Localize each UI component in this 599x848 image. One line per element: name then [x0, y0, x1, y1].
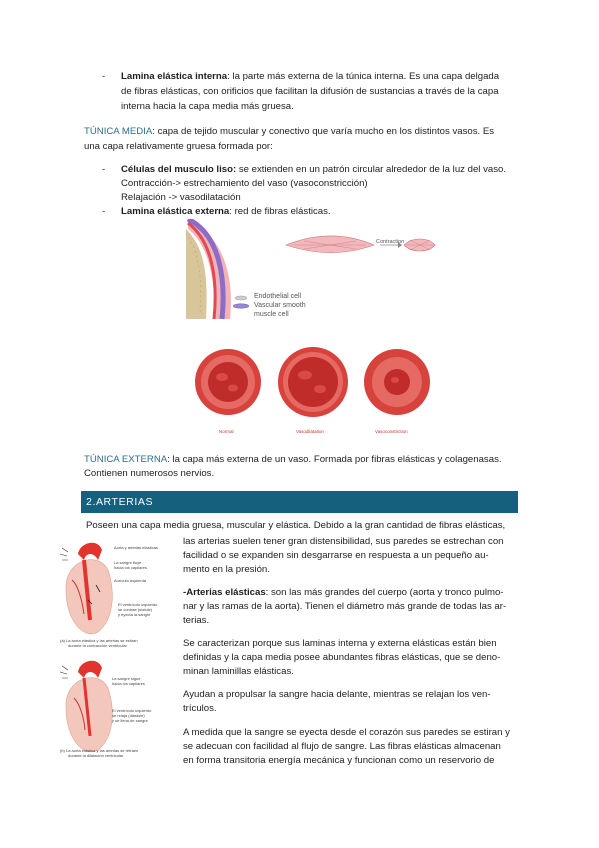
arterias-p4-line2: trículos.	[183, 703, 217, 714]
bullet3-text: : red de fibras elásticas.	[229, 206, 331, 217]
section-header-arterias: 2.ARTERIAS	[81, 491, 518, 513]
tunica-media-line2: una capa relativamente gruesa formada po…	[84, 141, 273, 152]
fig2-ventriculo-a2: se contrae (sístole)	[118, 607, 153, 612]
arterias-p3-line1: Se caracterizan porque sus laminas inter…	[183, 638, 497, 649]
arterias-p5-line1: A medida que la sangre se eyecta desde e…	[183, 727, 510, 738]
bullet3-term: Lamina elástica externa	[121, 206, 230, 217]
bullet3-line1: Lamina elástica externa: red de fibras e…	[121, 206, 331, 218]
fig2-caption-b2: durante la dilatación ventricular	[68, 753, 124, 758]
fig2-ventriculo-b2: se relaja (diástole)	[112, 713, 145, 718]
arterias-p2-line2: nar y las ramas de la aorta). Tienen el …	[183, 601, 507, 612]
fig2-auricula: Aurícula izquierda	[114, 578, 147, 583]
legend-endothelial: Endothelial cell	[254, 293, 302, 300]
tunica-media-line1: TÚNICA MEDIA: capa de tejido muscular y …	[84, 126, 494, 138]
tunica-media-heading: TÚNICA MEDIA	[84, 126, 153, 137]
fig2-caption-a1: (a) La aorta elástica y las arterias se …	[60, 638, 138, 643]
heart-illustration	[59, 542, 113, 752]
fig2-aorta-label: Aorta y arterias elásticas	[114, 545, 158, 550]
fig2-caption-a2: durante la contracción ventricular	[68, 643, 127, 648]
tunica-externa-line2: Contienen numerosos nervios.	[84, 468, 215, 479]
arterias-p3-line2: definidas y la capa media posee abundant…	[183, 652, 501, 663]
arterias-p2-line1: -Arterias elásticas: son las más grandes…	[183, 587, 504, 599]
arterias-p4-line1: Ayudan a propulsar la sangre hacia delan…	[183, 689, 491, 700]
vessel-illustration	[185, 216, 436, 417]
fig2-capilares-a: hacia los capilares	[114, 565, 147, 570]
arterias-p5-line3: en forma transitoria energía mecánica y …	[183, 755, 495, 766]
bullet1-line2: de fibras elásticas, con orificios que f…	[121, 86, 499, 97]
arterias-p2-line3: terias.	[183, 615, 210, 626]
fig2-caption-b1: (b) La aorta elástica y las arterias se …	[60, 748, 139, 753]
bullet2-line3: Relajación -> vasodilatación	[121, 192, 241, 203]
bullet2-term: Células del musculo liso:	[121, 164, 237, 175]
contraction-label: Contraction	[376, 239, 405, 245]
caption-vasodilatation: Vasodilatation	[296, 429, 324, 434]
arterias-p5-line2: se adecuan con facilidad al flujo de san…	[183, 741, 501, 752]
fig2-ventriculo-b3: y se llena de sangre	[112, 718, 148, 723]
bullet2-line1: Células del musculo liso: se extienden e…	[121, 164, 506, 176]
arterias-p1-line4: mento en la presión.	[183, 564, 270, 575]
fig2-ventriculo-b1: El ventrículo izquierdo	[112, 708, 152, 713]
tunica-media-text: : capa de tejido muscular y conectivo qu…	[152, 126, 495, 137]
caption-normal: Normal	[219, 429, 234, 434]
bullet2-text: se extienden en un patrón circular alred…	[236, 164, 507, 175]
tunica-externa-text: : la capa más externa de un vaso. Formad…	[167, 454, 502, 465]
arterias-p2-text: : son las más grandes del cuerpo (aorta …	[265, 587, 504, 598]
bullet1-term: Lamina elástica interna	[121, 71, 228, 82]
legend-vascular-smooth: Vascular smooth	[254, 302, 306, 309]
bullet1-line3: interna hacia la capa media más gruesa.	[121, 101, 294, 112]
bullet-dash: -	[102, 71, 106, 82]
fig2-ventriculo-a3: y eyecta la sangre	[118, 612, 151, 617]
section-title: 2.ARTERIAS	[86, 496, 154, 508]
arterias-p1-line3: facilidad o se expanden sin desgarrarse …	[183, 550, 489, 561]
bullet1-line1: Lamina elástica interna: la parte más ex…	[121, 71, 499, 83]
fig2-capilares-b: hacia los capilares	[112, 681, 145, 686]
legend-muscle-cell: muscle cell	[254, 311, 289, 318]
bullet-dash: -	[102, 164, 106, 175]
tunica-externa-heading: TÚNICA EXTERNA	[84, 454, 168, 465]
fig2-sangre-fluye: La sangre fluye	[114, 560, 142, 565]
arterias-p3-line3: minan laminillas elásticas.	[183, 666, 294, 677]
heart-figure: Aorta y arterias elásticas La sangre flu…	[58, 540, 178, 772]
arterias-p1-line1: Poseen una capa media gruesa, muscular y…	[86, 520, 506, 531]
vessel-figure: Contraction Endothelial cell Vascular sm…	[185, 216, 436, 441]
bullet-dash: -	[102, 206, 106, 217]
bullet2-line2: Contracción-> estrechamiento del vaso (v…	[121, 178, 368, 189]
tunica-externa-line1: TÚNICA EXTERNA: la capa más externa de u…	[84, 454, 502, 466]
arterias-elasticas-term: -Arterias elásticas	[183, 587, 266, 598]
caption-vasoconstriction: Vasoconstriction	[375, 429, 408, 434]
arterias-p1-line2: las arterias suelen tener gran distensib…	[183, 536, 504, 547]
bullet1-text: : la parte más externa de la túnica inte…	[227, 71, 500, 82]
fig2-sangre-sigue: La sangre sigue	[112, 676, 141, 681]
fig2-ventriculo-a1: El ventrículo izquierdo	[118, 602, 158, 607]
